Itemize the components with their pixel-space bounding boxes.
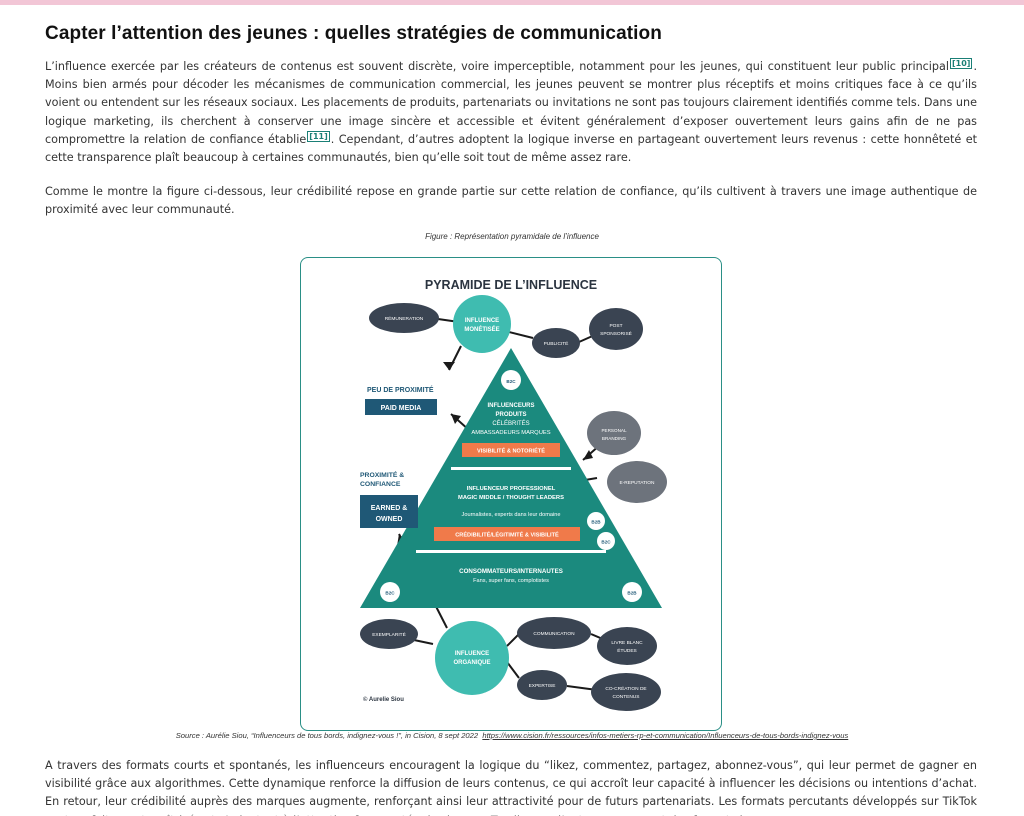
credibility-badge-label: CRÉDIBILITÉ/LÉGITIMITÉ & VISIBILITÉ [455,531,559,539]
figure-title: PYRAMIDE DE L’INFLUENCE [425,278,597,292]
b2c-top-tag [501,370,521,390]
footnote-link-11[interactable]: [11] [307,130,330,142]
oval-co-creation-label: CONTENUS [613,694,640,700]
top-circle-line: INFLUENCE [465,318,499,324]
document-page: Capter l’attention des jeunes : quelles … [0,5,1024,816]
oval-expertise-label: EXPERTISE [529,683,556,689]
tier-middle-line: INFLUENCEUR PROFESSIONEL [467,486,556,492]
oval-exemplarite [360,619,418,649]
oval-expertise [517,670,567,700]
oval-livre-blanc-label: ÉTUDES [617,647,636,654]
tier-middle-line: MAGIC MIDDLE / THOUGHT LEADERS [458,495,564,501]
paid-media-label: PAID MEDIA [381,405,422,412]
oval-exemplarite-label: EXEMPLARITÉ [372,631,406,638]
tier-bottom-line: CONSOMMATEURS/INTERNAUTES [459,568,563,575]
b2b-mid-label: B2B [591,520,601,525]
paragraph-3: A travers des formats courts et spontané… [45,759,977,816]
tier-top-line: PRODUITS [495,412,526,418]
earned-owned-box [360,495,418,528]
pyramid-shape [360,348,662,608]
tier-top-line: INFLUENCEURS [487,403,534,409]
tier-divider-top [451,467,571,470]
influence-monetisee-circle [453,295,511,353]
label-proximite: PROXIMITÉ & [360,470,404,479]
arrowhead-icon [583,450,593,460]
paragraph-1-part-c: . Cependant, d’autres adoptent la logiqu… [45,132,977,165]
oval-post-sponsorise [589,308,643,350]
page-fold-fade [0,811,1024,816]
footnote-link-10[interactable]: [10] [949,58,973,69]
b2c-top-label: B2C [506,379,516,384]
pyramid-svg: PYRAMIDE DE L’INFLUENCE B2C INFLUENCEURS… [360,278,667,711]
top-circle-line: MONÉTISÉE [464,325,499,333]
b2b-bottom-tag [622,582,642,602]
tier-top-line: CÉLÉBRITÉS [492,420,529,427]
figure-source: Source : Aurélie Siou, “Influenceurs de … [0,731,1024,740]
tier-top-line: AMBASSADEURS MARQUES [471,430,550,436]
visibility-badge-label: VISIBILITÉ & NOTORIÉTÉ [477,447,545,455]
oval-e-reputation [607,461,667,503]
paragraph-1-part-a: L’influence exercée par les créateurs de… [45,60,949,73]
figure-caption: Figure : Représentation pyramidale de l’… [425,232,599,241]
arrowhead-icon [443,362,455,370]
oval-post-sponsorise-label: SPONSORISÉ [600,330,632,337]
section-heading: Capter l’attention des jeunes : quelles … [45,23,662,44]
oval-personal-branding-label: PERSONAL [601,428,626,433]
tier-divider-bottom [416,550,606,553]
b2b-bottom-label: B2B [627,591,637,596]
label-peu-de-proximite: PEU DE PROXIMITÉ [367,385,434,394]
oval-communication-label: COMMUNICATION [533,631,575,637]
paragraph-2: Comme le montre la figure ci-dessous, le… [45,185,977,217]
b2c-mid-tag [597,532,615,550]
b2c-bottom-label: B2C [385,591,395,596]
oval-personal-branding-label: BRANDING [602,436,627,441]
bottom-circle-line: ORGANIQUE [453,660,490,666]
source-text: Source : Aurélie Siou, “Influenceurs de … [175,731,479,740]
oval-publicite [532,328,580,358]
b2c-mid-label: B2C [601,540,611,545]
oval-publicite-label: PUBLICITÉ [544,340,569,347]
earned-owned-label: OWNED [376,516,403,523]
tier-bottom-sub: Fans, super fans, complotistes [473,578,549,584]
b2b-mid-tag [587,512,605,530]
bottom-circle-line: INFLUENCE [455,651,489,657]
oval-co-creation-label: CO-CRÉATION DE [605,685,646,692]
oval-remuneration-label: RÉMUNERATION [385,315,424,322]
paragraph-1-part-b: . Moins bien armés pour décoder les méca… [45,60,977,146]
oval-communication [517,617,591,649]
b2c-bottom-tag [380,582,400,602]
top-accent-bar [0,0,1024,5]
arrowhead-icon [451,414,461,424]
connector-line [506,661,520,679]
oval-personal-branding [587,411,641,455]
oval-livre-blanc-label: LIVRE BLANC [611,640,643,646]
influence-organique-circle [435,621,509,695]
source-link[interactable]: https://www.cision.fr/ressources/infos-m… [482,731,849,740]
oval-remuneration [369,303,439,333]
visibility-badge [462,443,560,457]
tier-middle-sub: Journalistes, experts dans leur domaine [462,512,561,518]
figure-copyright: © Aurelie Siou [363,696,404,703]
paragraph-1: L’influence exercée par les créateurs de… [45,58,977,167]
oval-e-reputation-label: E-REPUTATION [620,480,656,486]
oval-co-creation [591,673,661,711]
label-confiance: CONFIANCE [360,481,401,488]
pyramid-figure: PYRAMIDE DE L’INFLUENCE B2C INFLUENCEURS… [300,257,722,731]
oval-livre-blanc [597,627,657,665]
earned-owned-label: EARNED & [371,505,408,512]
credibility-badge [434,527,580,541]
oval-post-sponsorise-label: POST [609,323,622,329]
connector-line [506,633,520,647]
paid-media-box [365,399,437,415]
